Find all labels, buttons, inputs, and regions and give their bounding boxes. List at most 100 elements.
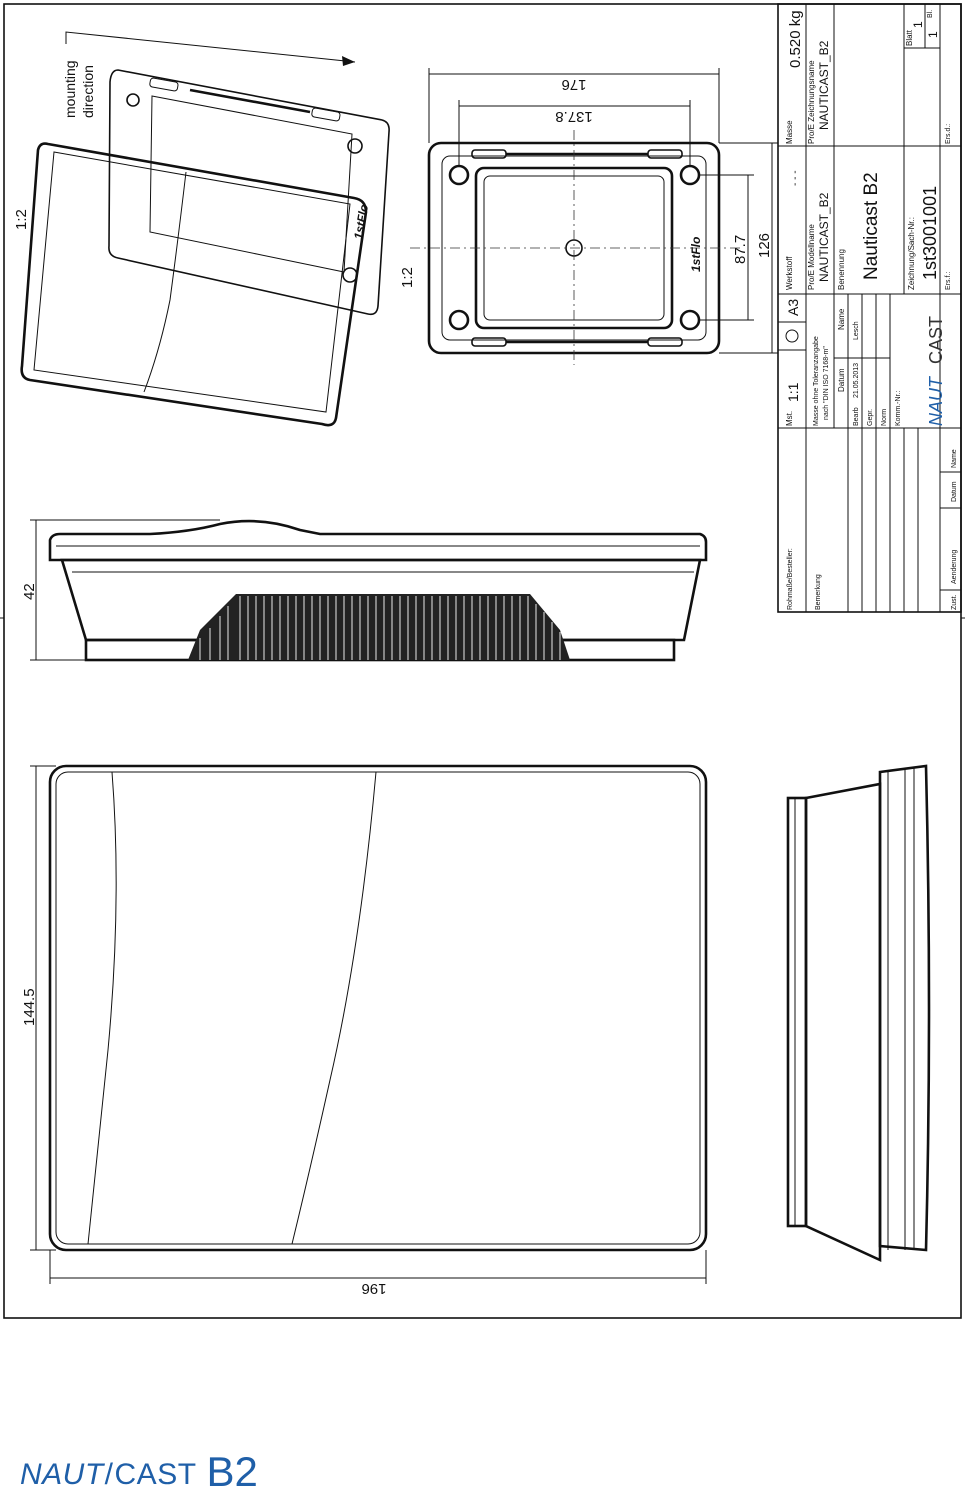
side-vent-stripes bbox=[199, 596, 561, 660]
tb-ers-fur: Ers.f.: bbox=[945, 272, 952, 290]
tb-aend-datum: Datum bbox=[951, 481, 958, 502]
mounting-plate-inner bbox=[149, 95, 353, 273]
tb-model-value: NAUTICAST_B2 bbox=[817, 40, 831, 130]
tb-promodel-label: Pro/E Modellname bbox=[807, 224, 816, 290]
tb-aenderung-label: Aenderung bbox=[951, 550, 958, 584]
tb-name-header: Name bbox=[837, 308, 846, 330]
tb-tolerance-line1: Masse ohne Toleranzangabe bbox=[813, 336, 820, 426]
device-body bbox=[20, 142, 368, 427]
tb-blatt-label: Blatt bbox=[905, 29, 914, 46]
tb-datum-header: Datum bbox=[837, 368, 846, 392]
back-hole-bottom-right bbox=[679, 309, 701, 331]
tb-ers-d: Ers.d.: bbox=[945, 124, 952, 144]
title-block-frame bbox=[777, 3, 962, 613]
dim-outer-width: 176 bbox=[561, 76, 586, 93]
dim-depth: 42 bbox=[21, 583, 38, 600]
right-side-body bbox=[804, 782, 882, 1263]
plate-hole-top-right bbox=[347, 138, 363, 154]
sheet-border bbox=[3, 3, 962, 1319]
dim-front-height: 144.5 bbox=[21, 988, 38, 1026]
plate-tab-top-left bbox=[149, 77, 179, 92]
front-curve-right bbox=[291, 771, 377, 1245]
back-tab-bottom-left bbox=[471, 337, 507, 347]
back-tab-top-right bbox=[647, 149, 683, 159]
front-view: 144.5 196 bbox=[21, 764, 708, 1297]
back-brand-mark: 1stFlo bbox=[689, 237, 703, 272]
tb-komm-label: Komm.-Nr.: bbox=[895, 391, 902, 426]
tb-drawing-no-label: Zeichnung/Sach-Nr.: bbox=[907, 217, 916, 290]
back-tab-bottom-right bbox=[647, 337, 683, 347]
footer-logo: NAUT/CAST bbox=[20, 1458, 197, 1492]
front-outline bbox=[48, 764, 708, 1252]
mounting-direction-arrow bbox=[65, 31, 356, 63]
front-bezel bbox=[55, 771, 701, 1245]
back-view: 1:2 1stFlo 176 137.8 87.7 bbox=[399, 68, 778, 365]
dim-outer-height: 126 bbox=[756, 233, 773, 258]
tb-gepr-label: Gepr. bbox=[867, 409, 874, 426]
tb-material-label: Werkstoff bbox=[785, 256, 794, 290]
device-curve bbox=[143, 171, 187, 393]
tb-logo-left: NAUT bbox=[926, 375, 946, 426]
tb-designation-label: Benennung bbox=[837, 249, 846, 290]
mounting-label-line1: mounting bbox=[62, 60, 78, 118]
side-body bbox=[60, 558, 702, 642]
tb-mass-label: Masse bbox=[785, 120, 794, 144]
footer-logo-separator: / bbox=[104, 1458, 114, 1491]
tb-scale-value: 1:1 bbox=[785, 382, 801, 402]
right-side-back bbox=[786, 796, 808, 1228]
footer-logo-right: CAST bbox=[114, 1458, 197, 1491]
side-top-profile bbox=[48, 519, 708, 562]
tb-bearb-name: Lesch bbox=[853, 321, 860, 340]
isometric-view: 1:2 mounting direction 1stFlo bbox=[13, 31, 390, 427]
mounting-arrow-head bbox=[342, 56, 355, 66]
right-side-view bbox=[786, 764, 931, 1263]
device-brand-mark: 1stFlo bbox=[351, 203, 371, 240]
iso-scale-label: 1:2 bbox=[13, 209, 30, 230]
tb-rohmass-label: Rohmaße/Besteller: bbox=[787, 548, 794, 610]
side-vents bbox=[188, 594, 570, 660]
back-scale-label: 1:2 bbox=[399, 267, 416, 288]
back-hole-bottom-left bbox=[448, 309, 470, 331]
back-tab-top-left bbox=[471, 149, 507, 159]
tb-blatt-value: 1 bbox=[911, 21, 925, 28]
tb-promodel-value: NAUTICAST_B2 bbox=[817, 192, 831, 282]
tb-bl-value: 1 bbox=[926, 31, 940, 38]
tb-projection-symbol-icon bbox=[785, 329, 799, 343]
mounting-label-line2: direction bbox=[80, 65, 96, 118]
tb-scale-label: Mst. bbox=[785, 411, 794, 426]
plate-slot bbox=[189, 88, 311, 114]
tb-material-value: - - - bbox=[790, 170, 801, 186]
side-view: 42 bbox=[21, 519, 708, 662]
tb-format-value: A3 bbox=[785, 299, 801, 316]
plate-hole-top-left bbox=[126, 93, 140, 107]
title-block: Masse 0.520 kg Pro/E Zeichnungsname NAUT… bbox=[777, 3, 962, 613]
dim-hole-height: 87.7 bbox=[732, 235, 749, 264]
tb-logo-right: CAST bbox=[926, 316, 946, 364]
right-side-front bbox=[878, 764, 931, 1252]
device-bezel bbox=[33, 151, 351, 413]
tb-mass-value: 0.520 kg bbox=[787, 10, 804, 68]
tb-drawing-no-value: 1st3001001 bbox=[920, 186, 940, 280]
back-hole-top-left bbox=[448, 164, 470, 186]
tb-designation-value: Nauticast B2 bbox=[861, 172, 882, 280]
tb-logo: NAUT CAST bbox=[926, 316, 946, 426]
footer-logo-left: NAUT bbox=[20, 1458, 104, 1491]
tb-model-label: Pro/E Zeichnungsname bbox=[807, 60, 816, 144]
tb-bl-label: Bl. bbox=[927, 10, 934, 18]
tb-aend-name: Name bbox=[951, 449, 958, 468]
footer-brand: NAUT/CAST B2 bbox=[20, 1432, 258, 1495]
mounting-plate bbox=[108, 69, 390, 316]
tb-bearb-date: 21.05.2013 bbox=[853, 363, 860, 398]
front-curve-left bbox=[87, 771, 117, 1245]
back-hole-top-right bbox=[679, 164, 701, 186]
plate-tab-top-right bbox=[311, 107, 341, 122]
tb-bemerkung-label: Bemerkung bbox=[815, 574, 822, 610]
tb-norm-label: Norm bbox=[881, 409, 888, 426]
tb-zust-label: Zust. bbox=[951, 594, 958, 610]
dim-hole-width: 137.8 bbox=[555, 108, 593, 125]
footer-model: B2 bbox=[206, 1448, 258, 1495]
tb-tolerance-line2: nach "DIN ISO 7168-m" bbox=[823, 346, 830, 420]
dim-front-width: 196 bbox=[361, 1280, 386, 1297]
tb-bearb-label: Bearb bbox=[853, 407, 860, 426]
